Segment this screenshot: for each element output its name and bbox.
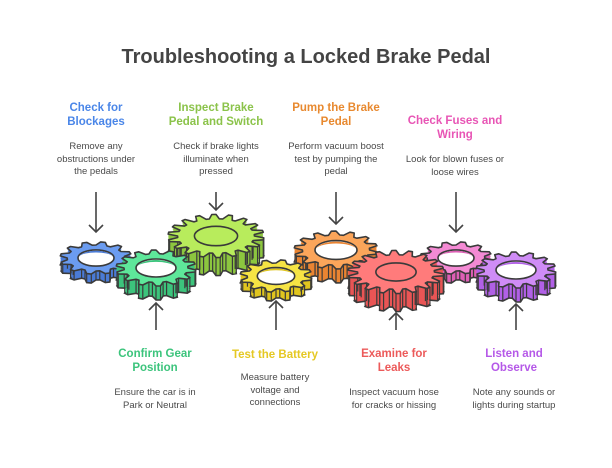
gear-hole-inner bbox=[78, 250, 114, 257]
gear-lime-icon bbox=[167, 213, 265, 277]
gear-hole-inner bbox=[316, 241, 356, 249]
step-heading: Test the Battery bbox=[231, 349, 319, 361]
step-examine-leaks: Examine for Leaks Inspect vacuum hose fo… bbox=[334, 347, 454, 412]
step-heading: Check for Blockages bbox=[67, 102, 125, 128]
gear-hole bbox=[375, 262, 417, 282]
step-description: Check if brake lights illuminate when pr… bbox=[173, 141, 259, 177]
step-confirm-gear: Confirm Gear Position Ensure the car is … bbox=[95, 347, 215, 412]
gear-layer bbox=[59, 213, 557, 313]
step-pump-brake-pedal: Pump the Brake Pedal Perform vacuum boos… bbox=[276, 101, 396, 179]
gear-hole bbox=[314, 239, 358, 261]
step-test-battery: Test the Battery Measure battery voltage… bbox=[215, 348, 335, 410]
arrow-down-head bbox=[88, 224, 104, 234]
step-inspect-brake-pedal: Inspect Brake Pedal and Switch Check if … bbox=[156, 101, 276, 179]
arrow-up-head bbox=[268, 299, 284, 309]
gear-hole bbox=[437, 249, 475, 267]
gear-hole-inner bbox=[258, 268, 294, 275]
arrow-down-head bbox=[448, 224, 464, 234]
gear-hole-inner bbox=[497, 262, 535, 269]
arrows-up bbox=[148, 299, 524, 330]
step-description: Look for blown fuses or loose wires bbox=[405, 154, 505, 178]
gear-red-icon bbox=[347, 249, 445, 313]
step-heading: Check Fuses and Wiring bbox=[407, 115, 503, 141]
step-description: Ensure the car is in Park or Neutral bbox=[114, 387, 196, 411]
step-description: Perform vacuum boost test by pumping the… bbox=[288, 141, 384, 177]
step-description: Note any sounds or lights during startup bbox=[472, 387, 556, 411]
step-description: Inspect vacuum hose for cracks or hissin… bbox=[349, 387, 439, 411]
step-heading: Listen and Observe bbox=[485, 348, 543, 374]
arrow-up-head bbox=[388, 311, 404, 321]
step-heading: Confirm Gear Position bbox=[118, 348, 192, 374]
arrow-up-head bbox=[508, 302, 524, 312]
step-description: Remove any obstructions under the pedals bbox=[56, 141, 136, 177]
arrow-down-head bbox=[208, 202, 224, 212]
step-check-fuses: Check Fuses and Wiring Look for blown fu… bbox=[395, 114, 515, 179]
arrow-down-head bbox=[328, 216, 344, 226]
gear-hole bbox=[256, 266, 296, 286]
gear-blue-icon bbox=[59, 241, 133, 284]
step-check-blockages: Check for Blockages Remove any obstructi… bbox=[36, 101, 156, 179]
step-heading: Examine for Leaks bbox=[361, 348, 427, 374]
arrows-down bbox=[88, 192, 464, 234]
step-heading: Inspect Brake Pedal and Switch bbox=[168, 102, 264, 128]
gear-hole-inner bbox=[137, 260, 175, 267]
diagram-title: Troubleshooting a Locked Brake Pedal bbox=[121, 46, 491, 68]
gear-hole bbox=[193, 225, 239, 247]
step-heading: Pump the Brake Pedal bbox=[292, 102, 380, 128]
step-listen-observe: Listen and Observe Note any sounds or li… bbox=[454, 347, 574, 412]
gear-hole-inner bbox=[438, 250, 474, 257]
gear-hole bbox=[135, 258, 177, 278]
gear-hole bbox=[77, 249, 115, 267]
gear-green-icon bbox=[115, 249, 197, 301]
gear-yellow-icon bbox=[239, 259, 313, 302]
gear-hole bbox=[495, 260, 537, 280]
arrow-up-head bbox=[148, 301, 164, 311]
step-description: Measure battery voltage and connections bbox=[240, 372, 310, 408]
gear-purple-icon bbox=[475, 251, 557, 303]
